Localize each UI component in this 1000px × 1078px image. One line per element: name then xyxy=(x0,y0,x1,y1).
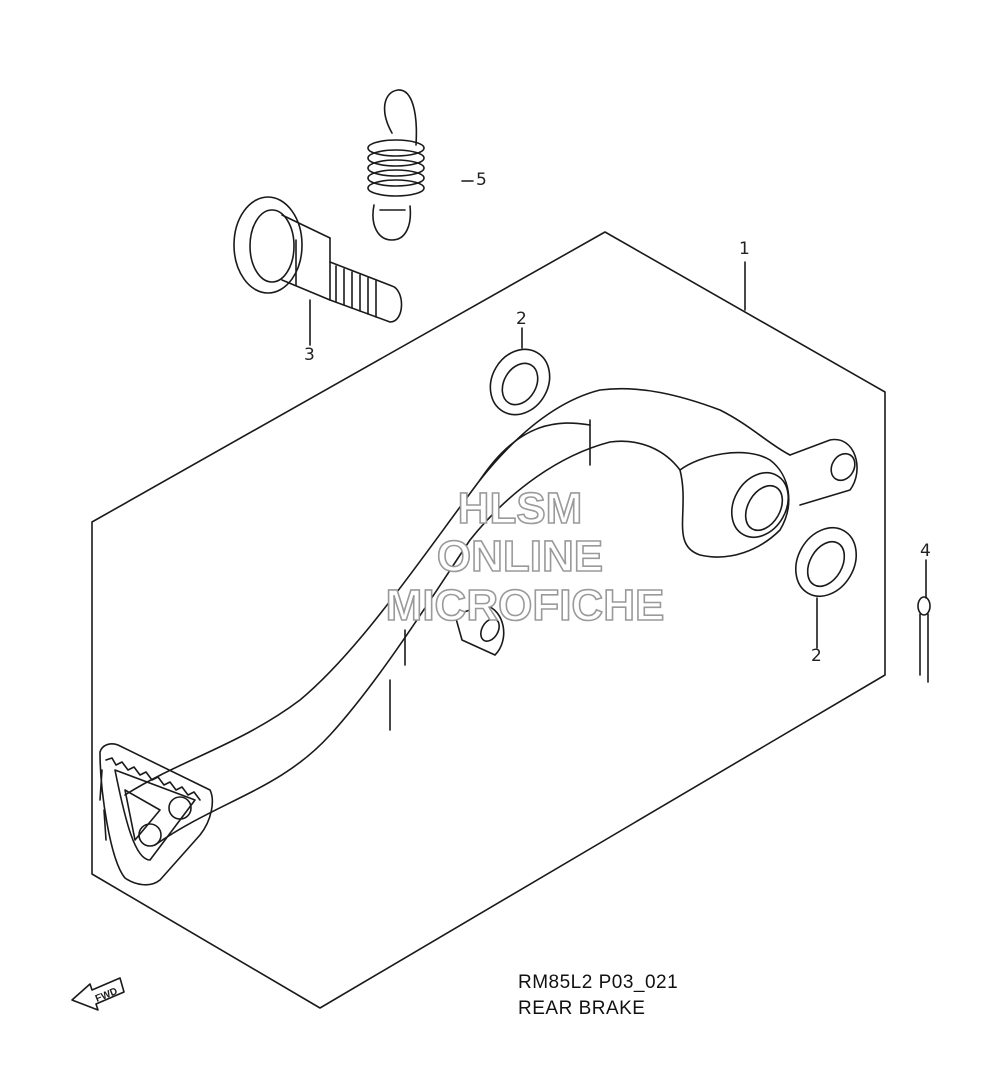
callout-4: 4 xyxy=(920,541,931,561)
callout-1: 1 xyxy=(739,239,750,259)
forward-arrow-icon: FWD xyxy=(71,977,125,1011)
callout-2-lower: 2 xyxy=(811,646,822,666)
assembly-outline xyxy=(91,231,886,1009)
watermark-line-3: MICROFICHE xyxy=(385,581,665,630)
brake-pedal-part-1 xyxy=(99,387,858,886)
cotter-pin-part-4 xyxy=(917,596,931,683)
diagram-title: REAR BRAKE xyxy=(518,998,646,1019)
washer-part-2-upper xyxy=(489,348,551,416)
callout-3: 3 xyxy=(304,345,315,365)
washer-part-2-lower xyxy=(795,527,857,597)
spring-part-5 xyxy=(367,89,425,241)
diagram-code: RM85L2 P03_021 xyxy=(518,972,679,993)
pivot-bolt-part-3 xyxy=(233,196,403,323)
callout-5: 5 xyxy=(476,170,487,190)
watermark-line-1: HLSM xyxy=(457,484,583,533)
watermark-line-2: ONLINE xyxy=(436,532,604,581)
callout-2-upper: 2 xyxy=(516,309,527,329)
